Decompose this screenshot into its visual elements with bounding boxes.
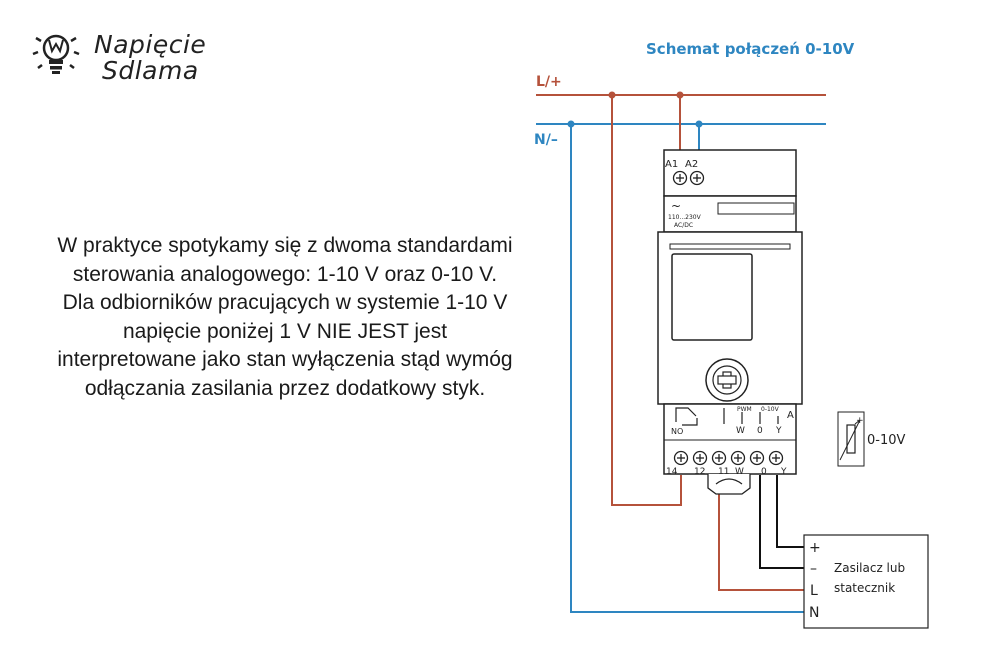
load-name-line2: statecznik: [834, 581, 895, 595]
wire-0-minus: [759, 475, 804, 569]
diagram-title: Schemat połączeń 0-10V: [646, 40, 855, 58]
screw-terminal: [692, 450, 708, 466]
screw-terminal: [749, 450, 765, 466]
svg-text:_: _: [854, 457, 860, 467]
output-label-pwm: PWM: [737, 406, 752, 413]
terminal-label-y: Y: [780, 467, 787, 477]
screw-terminal: [730, 450, 746, 466]
load-pin-l: L: [810, 583, 818, 599]
svg-text:+: +: [856, 416, 864, 426]
paragraph-line: W praktyce spotykamy się z dwoma standar…: [57, 234, 513, 257]
potentiometer-icon: + _: [837, 411, 865, 467]
supply-type-label: AC/DC: [674, 222, 693, 229]
display-window: [671, 253, 753, 341]
terminal-label-a2: A2: [685, 159, 698, 170]
load-pin-minus: –: [810, 561, 817, 577]
load-box: [803, 534, 929, 629]
supply-symbol: ~: [671, 199, 681, 213]
terminal-label-14: 14: [666, 467, 678, 477]
junction-dot: [567, 120, 575, 128]
live-line-label: L/+: [536, 74, 562, 90]
output-label-y: Y: [775, 426, 782, 436]
wire-neutral-load: [570, 124, 804, 613]
terminal-label-0: 0: [761, 467, 767, 477]
output-label-0: 0: [757, 426, 763, 436]
load-name-line1: Zasilacz lub: [834, 561, 905, 575]
wire-11-load-l: [718, 475, 804, 591]
load-pin-n: N: [809, 605, 819, 621]
screw-terminal: [689, 170, 705, 186]
screw-terminal: [711, 450, 727, 466]
potentiometer-label: 0-10V: [867, 433, 906, 448]
logo-text-line2: Sdlama: [102, 56, 199, 85]
paragraph-line: odłączania zasilania przez dodatkowy sty…: [84, 376, 486, 400]
screw-terminal: [673, 450, 689, 466]
junction-dot: [608, 91, 616, 99]
wire-y-plus: [776, 475, 804, 548]
terminal-label-w: W: [735, 467, 744, 477]
terminal-label-a1: A1: [665, 159, 678, 170]
junction-dot: [676, 91, 684, 99]
terminal-label-11: 11: [718, 467, 729, 477]
output-label-0-10v: 0-10V: [761, 406, 780, 413]
neutral-line-label: N/–: [534, 132, 558, 148]
paragraph-line: interpretowane jako stan wyłączenia stąd…: [57, 348, 513, 371]
screw-terminal: [768, 450, 784, 466]
wire-live-14: [611, 95, 682, 506]
paragraph-line: Dla odbiorników pracujących w systemie 1…: [62, 291, 508, 314]
logo-text-line1: Napięcie: [94, 30, 207, 59]
output-label-w: W: [736, 426, 745, 436]
paragraph-line: sterowania analogowego: 1-10 V oraz 0-10…: [72, 262, 498, 286]
junction-dot: [695, 120, 703, 128]
output-label-a: A: [787, 410, 794, 421]
screw-terminal: [672, 170, 688, 186]
paragraph-line: napięcie poniżej 1 V NIE JEST jest: [122, 319, 448, 343]
description-paragraph: W praktyce spotykamy się z dwoma standar…: [20, 232, 550, 403]
load-pin-plus: +: [809, 540, 821, 556]
supply-voltage-label: 110...230V: [668, 214, 702, 221]
output-label-no: NO: [671, 427, 683, 436]
logo: Napięcie Sdlama: [28, 28, 228, 98]
lightbulb-icon: [32, 34, 80, 74]
terminal-label-12: 12: [694, 467, 705, 477]
